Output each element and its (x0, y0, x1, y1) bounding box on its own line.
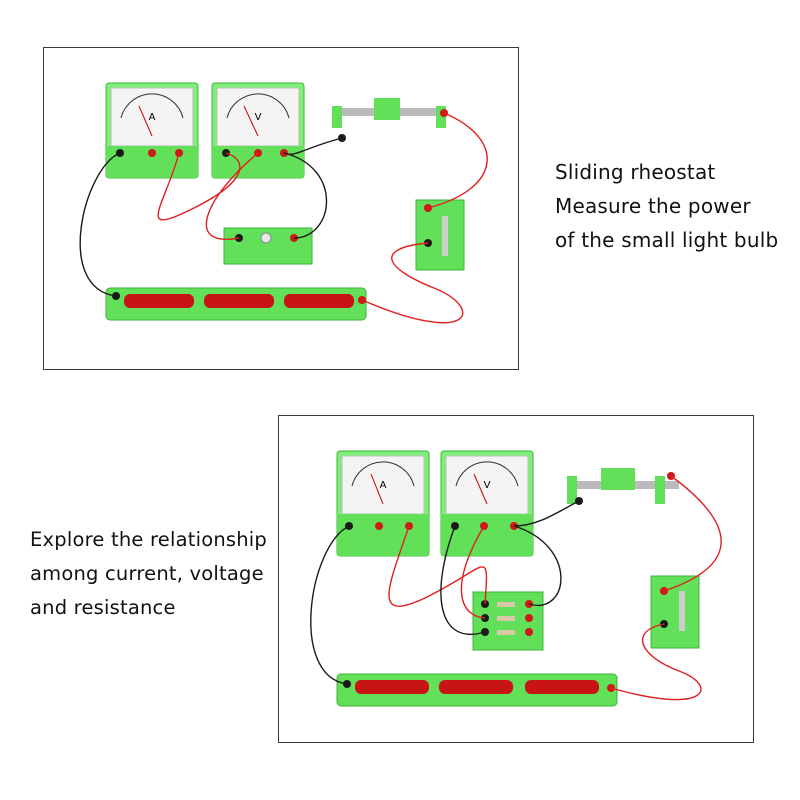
ammeter-label: A (380, 480, 387, 491)
wires (310, 475, 722, 701)
photo-panel-light-bulb-circuit: A V (43, 47, 519, 370)
photo-panel-resistance-circuit: A V (278, 415, 754, 743)
caption-top: Sliding rheostat Measure the power of th… (555, 155, 778, 257)
caption-line: and resistance (30, 596, 176, 619)
wires (79, 112, 488, 324)
sliding-rheostat (332, 98, 448, 142)
voltmeter: V (440, 450, 534, 557)
battery-holder (105, 287, 367, 321)
voltmeter: V (211, 82, 305, 179)
caption-bottom: Explore the relationship among current, … (30, 523, 267, 625)
circuit-photo-bottom: A V (310, 450, 722, 707)
caption-line: Measure the power (555, 194, 751, 218)
light-bulb-holder (223, 227, 313, 265)
circuit-photo-top: A V (79, 82, 488, 324)
switch (415, 199, 465, 271)
ammeter-label: A (149, 112, 156, 123)
ammeter: A (105, 82, 199, 179)
caption-line: among current, voltage (30, 562, 264, 585)
caption-line: of the small light bulb (555, 228, 779, 252)
caption-line: Sliding rheostat (555, 160, 716, 184)
caption-line: Explore the relationship (30, 528, 267, 551)
voltmeter-label: V (255, 112, 262, 123)
switch (650, 575, 700, 649)
ammeter: A (336, 450, 430, 557)
sliding-rheostat (567, 468, 679, 505)
battery-holder (336, 673, 618, 707)
voltmeter-label: V (484, 480, 491, 491)
resistor-board (472, 591, 544, 651)
